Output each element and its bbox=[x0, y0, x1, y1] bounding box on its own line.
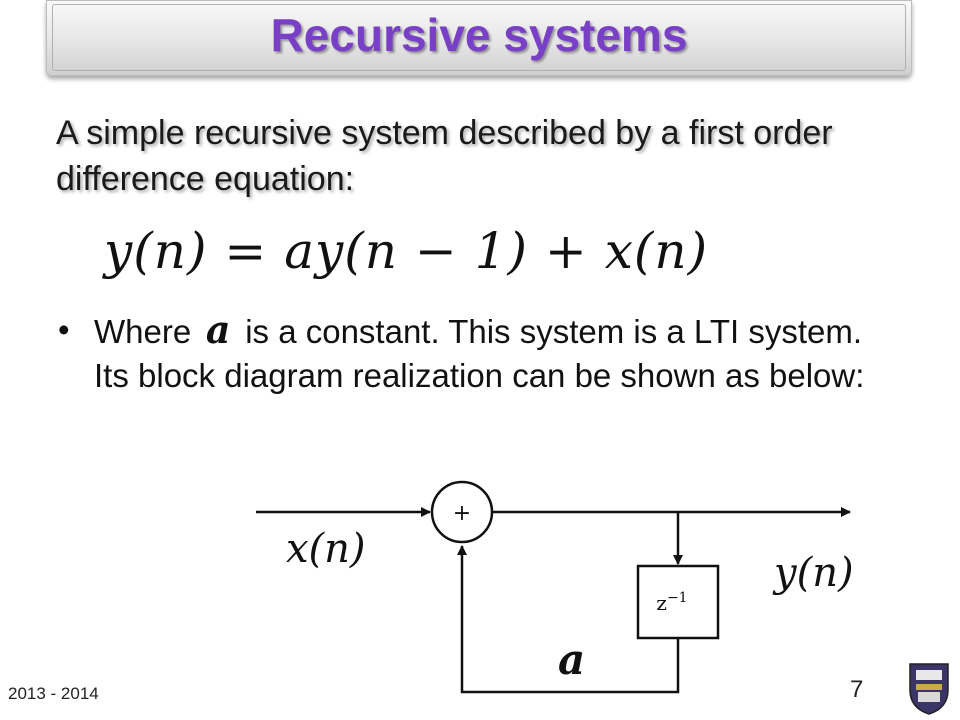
equation-equals: = bbox=[224, 222, 268, 280]
equation-input: x(n) bbox=[604, 222, 709, 280]
output-label: y(n) bbox=[772, 550, 854, 596]
page-number: 7 bbox=[850, 676, 864, 703]
bullet-marker: • bbox=[58, 311, 70, 348]
feedback-path bbox=[457, 545, 680, 694]
equation-plus: + bbox=[544, 222, 588, 280]
gain-label: a bbox=[558, 635, 585, 684]
university-crest-icon bbox=[909, 663, 949, 715]
bullet-text-before: Where bbox=[94, 313, 192, 350]
bullet-text-after: is a constant. This system is a LTI syst… bbox=[94, 313, 865, 394]
slide-title: Recursive systems bbox=[270, 9, 688, 61]
block-diagram: + z−1 x(n) y(n) a bbox=[256, 480, 854, 694]
intro-text: A simple recursive system described by a… bbox=[56, 114, 833, 198]
delay-block bbox=[636, 564, 720, 640]
adder-symbol: + bbox=[453, 501, 471, 526]
equation-lhs: y(n) bbox=[104, 222, 208, 280]
difference-equation: y(n) = ay(n − 1) + x(n) bbox=[104, 222, 708, 280]
constant-symbol: a bbox=[205, 307, 231, 352]
footer-year: 2013 - 2014 bbox=[8, 684, 99, 703]
title-bar: Recursive systems bbox=[46, 0, 912, 76]
delay-label: z−1 bbox=[656, 590, 687, 615]
equation-delayed-output: y(n − 1) bbox=[315, 222, 528, 280]
input-label: x(n) bbox=[286, 526, 366, 572]
equation-coefficient: a bbox=[284, 222, 315, 280]
